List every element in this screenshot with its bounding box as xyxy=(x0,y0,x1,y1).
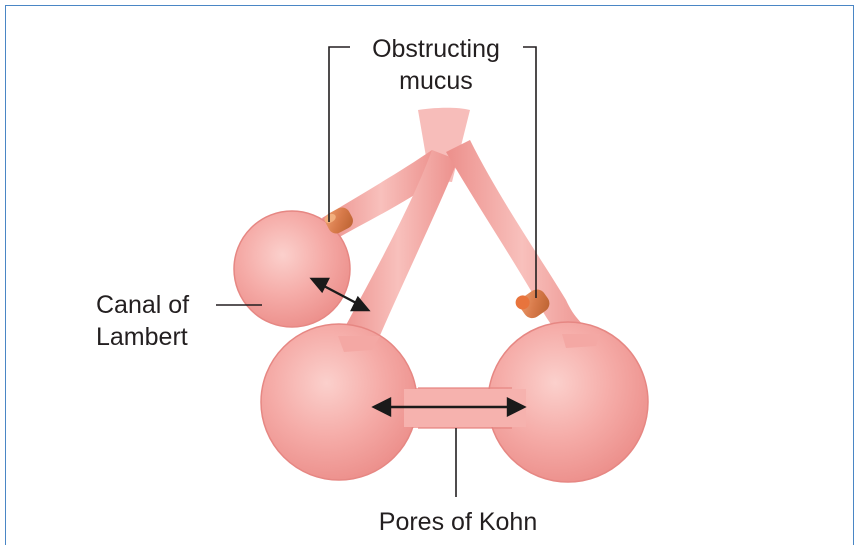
label-canal-line1: Canal of xyxy=(96,291,189,319)
label-obstructing-line2: mucus xyxy=(399,67,473,95)
label-pores-of-kohn: Pores of Kohn xyxy=(379,508,537,536)
alveoli xyxy=(234,211,648,482)
label-canal-line2: Lambert xyxy=(96,323,188,351)
large-alveolus-left xyxy=(261,324,417,480)
obstructing-leader-left xyxy=(329,47,350,222)
label-obstructing-line1: Obstructing xyxy=(372,35,500,63)
bronchiole-right-main xyxy=(446,140,598,342)
